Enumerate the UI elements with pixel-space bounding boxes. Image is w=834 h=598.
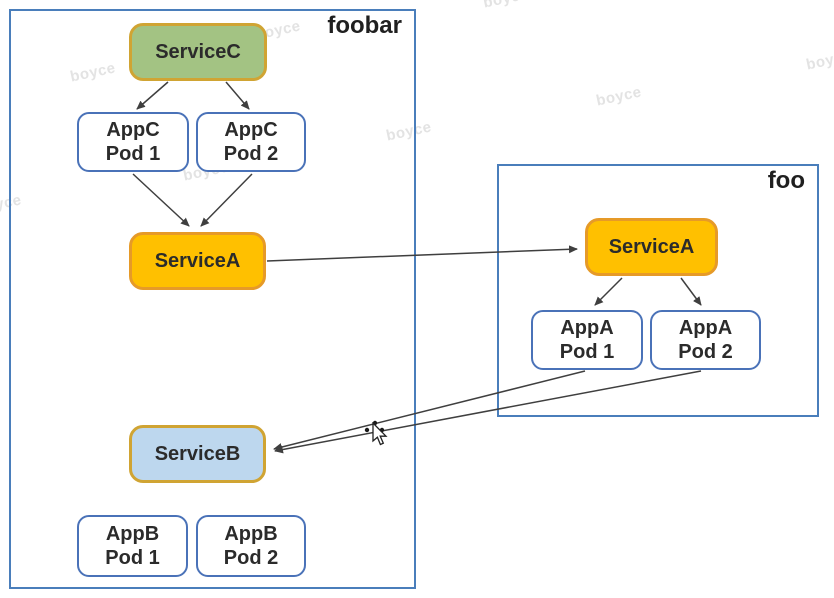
watermark: boyce — [594, 83, 644, 110]
node-servicea-foobar[interactable]: ServiceA — [129, 232, 266, 290]
node-appc-pod2-label: AppC Pod 2 — [223, 119, 279, 165]
node-appa-pod1-label: AppA Pod 1 — [559, 317, 615, 363]
group-foo[interactable]: foo — [497, 164, 819, 417]
node-servicea-foobar-label: ServiceA — [154, 250, 241, 272]
node-servicec-label: ServiceC — [155, 41, 241, 63]
node-appc-pod2[interactable]: AppC Pod 2 — [196, 112, 306, 172]
group-foobar-label: foobar — [327, 12, 402, 39]
node-appc-pod1-label: AppC Pod 1 — [105, 119, 161, 165]
node-appb-pod2[interactable]: AppB Pod 2 — [196, 515, 306, 577]
node-appa-pod2[interactable]: AppA Pod 2 — [650, 310, 761, 370]
node-appb-pod1[interactable]: AppB Pod 1 — [77, 515, 188, 577]
node-appb-pod1-label: AppB Pod 1 — [105, 523, 160, 569]
group-foo-label: foo — [767, 167, 805, 194]
node-servicec[interactable]: ServiceC — [129, 23, 267, 81]
node-servicea-foo-label: ServiceA — [608, 236, 695, 258]
node-appb-pod2-label: AppB Pod 2 — [223, 523, 279, 569]
node-serviceb-label: ServiceB — [154, 443, 241, 465]
node-appa-pod2-label: AppA Pod 2 — [678, 317, 733, 363]
node-appc-pod1[interactable]: AppC Pod 1 — [77, 112, 189, 172]
watermark: boyce — [482, 0, 530, 12]
node-appa-pod1[interactable]: AppA Pod 1 — [531, 310, 643, 370]
watermark: boyce — [804, 47, 834, 74]
node-serviceb[interactable]: ServiceB — [129, 425, 266, 483]
node-servicea-foo[interactable]: ServiceA — [585, 218, 718, 276]
group-foobar[interactable]: foobar — [9, 9, 416, 589]
